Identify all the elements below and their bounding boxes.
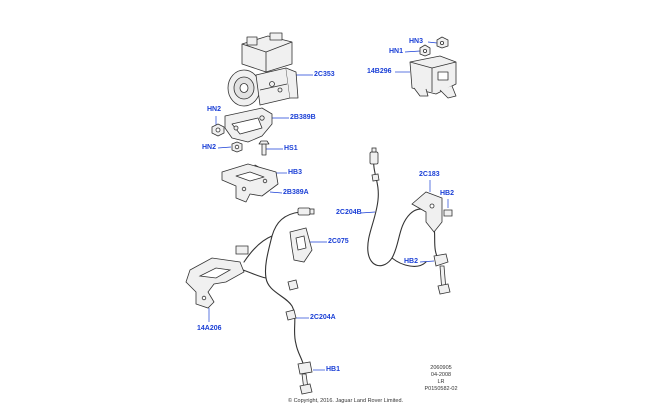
connector-2c204a-drawing	[297, 207, 315, 216]
sensor-14b296-drawing	[409, 55, 457, 99]
bracket-14a206-drawing	[185, 245, 249, 309]
label-2c183: 2C183	[419, 171, 440, 178]
nut-hn1-drawing	[419, 44, 431, 57]
meta-line-4: P0150582-02	[424, 386, 458, 392]
wheel-sensor-left-drawing	[297, 361, 313, 395]
harness-2c204a-drawing	[205, 211, 305, 377]
wheel-sensor-right-drawing	[433, 253, 451, 295]
nut-hn2b-drawing	[231, 141, 243, 153]
leader-hb2b	[419, 260, 435, 263]
label-2c204b: 2C204B	[336, 209, 362, 216]
label-2c204a: 2C204A	[310, 314, 336, 321]
label-2b389a: 2B389A	[283, 189, 309, 196]
stud-hs1-drawing	[258, 140, 270, 156]
label-14b296: 14B296	[367, 68, 392, 75]
label-hn2-lower: HN2	[202, 144, 217, 151]
label-hn2-upper: HN2	[207, 106, 222, 113]
connector-2c204b-drawing	[369, 147, 380, 182]
leader-2c204b	[360, 211, 376, 214]
leader-hn3	[427, 41, 438, 44]
nut-hn3-drawing	[436, 36, 449, 49]
label-hb1: HB1	[326, 366, 341, 373]
clip-2c204a-drawing	[285, 279, 299, 321]
bolt-hb2a-drawing	[443, 209, 453, 217]
meta-line-1: 2060905	[430, 365, 452, 371]
meta-line-2: 04-2008	[430, 372, 452, 378]
bracket-2c183-drawing	[411, 191, 443, 233]
bracket-2b389b-drawing	[224, 107, 273, 143]
label-hb2-upper: HB2	[440, 190, 455, 197]
label-2c075: 2C075	[328, 238, 349, 245]
nut-hn2a-drawing	[211, 123, 225, 137]
leader-hn1	[404, 50, 421, 53]
abs-modulator-drawing	[227, 32, 299, 107]
label-hs1: HS1	[284, 145, 298, 152]
label-hb3: HB3	[288, 169, 303, 176]
leader-2b389a	[269, 191, 283, 194]
label-hn3: HN3	[409, 38, 424, 45]
label-14a206: 14A206	[197, 325, 222, 332]
bracket-2b389a-drawing	[221, 163, 279, 203]
bracket-2c075-drawing	[289, 227, 313, 263]
meta-block: 2060905 04-2008 LR P0150582-02	[416, 365, 466, 393]
label-hn1: HN1	[389, 48, 404, 55]
copyright-notice: © Copyright, 2016. Jaguar Land Rover Lim…	[288, 398, 404, 404]
label-2b389b: 2B389B	[290, 114, 316, 121]
label-hb2-lower: HB2	[404, 258, 419, 265]
leader-hn2b	[217, 146, 232, 149]
label-2c353: 2C353	[314, 71, 335, 78]
meta-line-3: LR	[437, 379, 445, 385]
